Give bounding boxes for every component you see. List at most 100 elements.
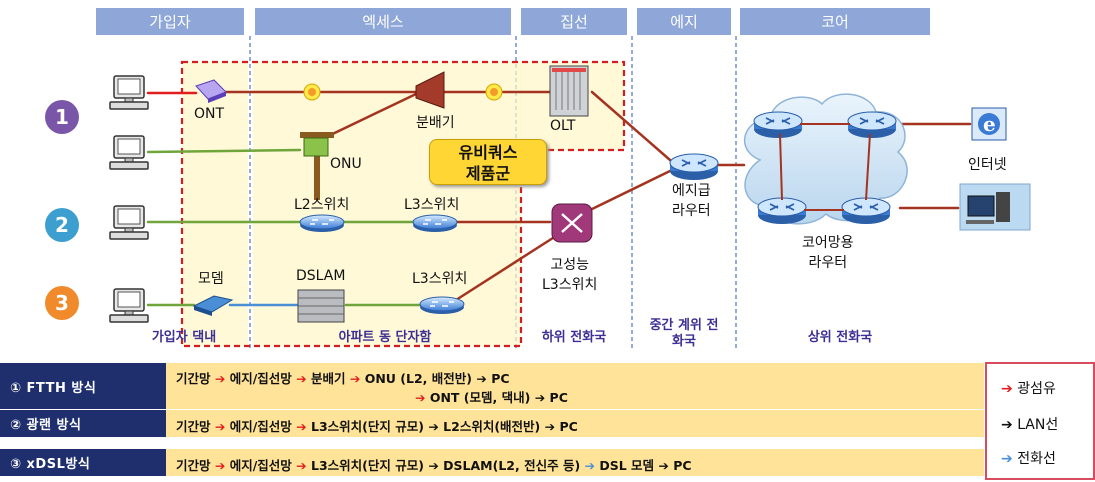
switch-icon [299,214,345,233]
zone-middle-office-label: 중간 계위 전화국 [636,318,732,350]
header-edge: 에지 [637,8,731,35]
router-icon [847,111,897,139]
path-step: DSL 모뎀 [599,458,655,473]
path-step: 에지/집선망 [229,419,292,434]
ont-label: ONT [194,106,225,122]
path-step: L3스위치(단지 규모) [311,419,424,434]
splitter-icon [415,71,445,109]
pc-icon [109,288,149,323]
ubiquitous-line1: 유비쿼스 [458,143,518,162]
header-access: 엑세스 [255,8,511,35]
phone-arrow-icon: ➔ [1001,451,1013,467]
legend-phone: ➔ 전화선 [1001,448,1056,468]
method-body-ftth: 기간망 ➔ 에지/집선망 ➔ 분배기 ➔ ONU (L2, 배전반) ➔ PC … [166,363,984,409]
hp-l3-switch-icon [551,203,593,243]
header-aggregation: 집선 [521,8,627,35]
l3-switch-label: L3스위치 [404,197,460,213]
ftth-line-2: ➔ ONT (모뎀, 댁내) ➔ PC [415,390,568,405]
ont-icon [195,79,227,103]
path-step: ONT (모뎀, 댁내) [429,390,531,405]
repeater-icon [303,83,321,101]
internet-label: 인터넷 [968,157,1007,173]
pc-icon [109,135,149,170]
number-badge-3: 3 [45,286,79,320]
splitter-label: 분배기 [416,115,455,131]
path-step: PC [549,390,568,405]
server-icon [959,183,1031,231]
hp-l3-switch-label: 고성능 L3스위치 [542,254,597,294]
lan-arrow-icon: ➔ [1001,417,1013,433]
method-body-xdsl: 기간망 ➔ 에지/집선망 ➔ L3스위치(단지 규모) ➔ DSLAM(L2, … [166,449,984,476]
svg-text:e: e [983,112,996,136]
ftth-line-1: 기간망 ➔ 에지/집선망 ➔ 분배기 ➔ ONU (L2, 배전반) ➔ PC [176,371,510,386]
router-icon [841,197,891,225]
olt-icon [549,65,589,117]
lan-line: 기간망 ➔ 에지/집선망 ➔ L3스위치(단지 규모) ➔ L2스위치(배전반)… [176,419,578,434]
switch-icon [412,214,458,233]
number-badge-2: 2 [45,208,79,242]
hp-l3-line2: L3스위치 [542,277,598,293]
ubiquitous-line2: 제품군 [465,164,511,183]
l2-switch-label: L2스위치 [294,197,350,213]
path-step: PC [673,458,692,473]
hp-l3-line1: 고성능 [550,257,589,273]
path-step: ONU (L2, 배전반) [364,371,472,386]
method-title: ① FTTH 방식 [0,363,166,409]
path-step: 기간망 [176,371,211,386]
router-icon [669,153,719,181]
edge-router-label: 에지급 라우터 [672,180,711,220]
number-badge-1: 1 [45,100,79,134]
dslam-label: DSLAM [296,268,346,284]
router-icon [757,197,807,225]
path-step: 기간망 [176,458,211,473]
modem-icon [192,295,234,316]
links [146,90,972,307]
zone-home-label: 가입자 댁내 [151,330,217,345]
method-title: ③ xDSL방식 [0,449,166,476]
method-row-xdsl: ③ xDSL방식 [0,449,166,476]
path-step: 기간망 [176,419,211,434]
path-step: PC [559,419,578,434]
path-step: 에지/집선망 [229,371,292,386]
method-title: ② 광랜 방식 [0,410,166,437]
path-step: 분배기 [311,371,346,386]
legend-lan: ➔ LAN선 [1001,414,1058,434]
edge-router-line1: 에지급 [672,183,711,199]
legend-phone-label: 전화선 [1017,451,1056,467]
network-diagram: e [109,36,1031,350]
pc-icon [109,75,149,110]
path-step: L3스위치(단지 규모) [311,458,424,473]
legend-fiber: ➔ 광섬유 [1001,378,1056,398]
l3-switch-label: L3스위치 [412,271,468,287]
method-row-lan: ② 광랜 방식 [0,410,166,437]
repeater-icon [485,83,503,101]
core-router-line2: 라우터 [808,255,848,271]
path-step: L2스위치(배전반) [443,419,541,434]
pc-icon [109,205,149,240]
method-body-lan: 기간망 ➔ 에지/집선망 ➔ L3스위치(단지 규모) ➔ L2스위치(배전반)… [166,410,984,437]
legend-lan-label: LAN선 [1017,417,1059,433]
legend-fiber-label: 광섬유 [1017,381,1056,397]
ubiquitous-product-label: 유비쿼스 제품군 [429,139,547,185]
core-router-line1: 코어망용 [802,235,854,251]
legend: ➔ 광섬유 ➔ LAN선 ➔ 전화선 [985,362,1095,480]
core-router-label: 코어망용 라우터 [802,232,854,272]
path-step: 에지/집선망 [229,458,292,473]
onu-label: ONU [330,156,362,172]
zone-lower-office-label: 하위 전화국 [541,330,607,345]
dslam-icon [297,289,345,323]
onu-icon [300,132,334,200]
path-step: DSLAM(L2, 전신주 등) [443,458,581,473]
header-subscriber: 가입자 [96,8,244,35]
path-step: PC [491,371,510,386]
xdsl-line: 기간망 ➔ 에지/집선망 ➔ L3스위치(단지 규모) ➔ DSLAM(L2, … [176,458,692,473]
zone-apartment-label: 아파트 동 단자함 [338,330,432,345]
ie-icon: e [971,107,1007,141]
router-icon [753,111,803,139]
fiber-arrow-icon: ➔ [1001,381,1013,397]
modem-label: 모뎀 [198,271,224,287]
switch-icon [419,296,465,315]
zone-upper-office-label: 상위 전화국 [807,330,873,345]
edge-router-line2: 라우터 [672,203,711,219]
zone-middle-office-text: 중간 계위 전화국 [649,318,719,349]
